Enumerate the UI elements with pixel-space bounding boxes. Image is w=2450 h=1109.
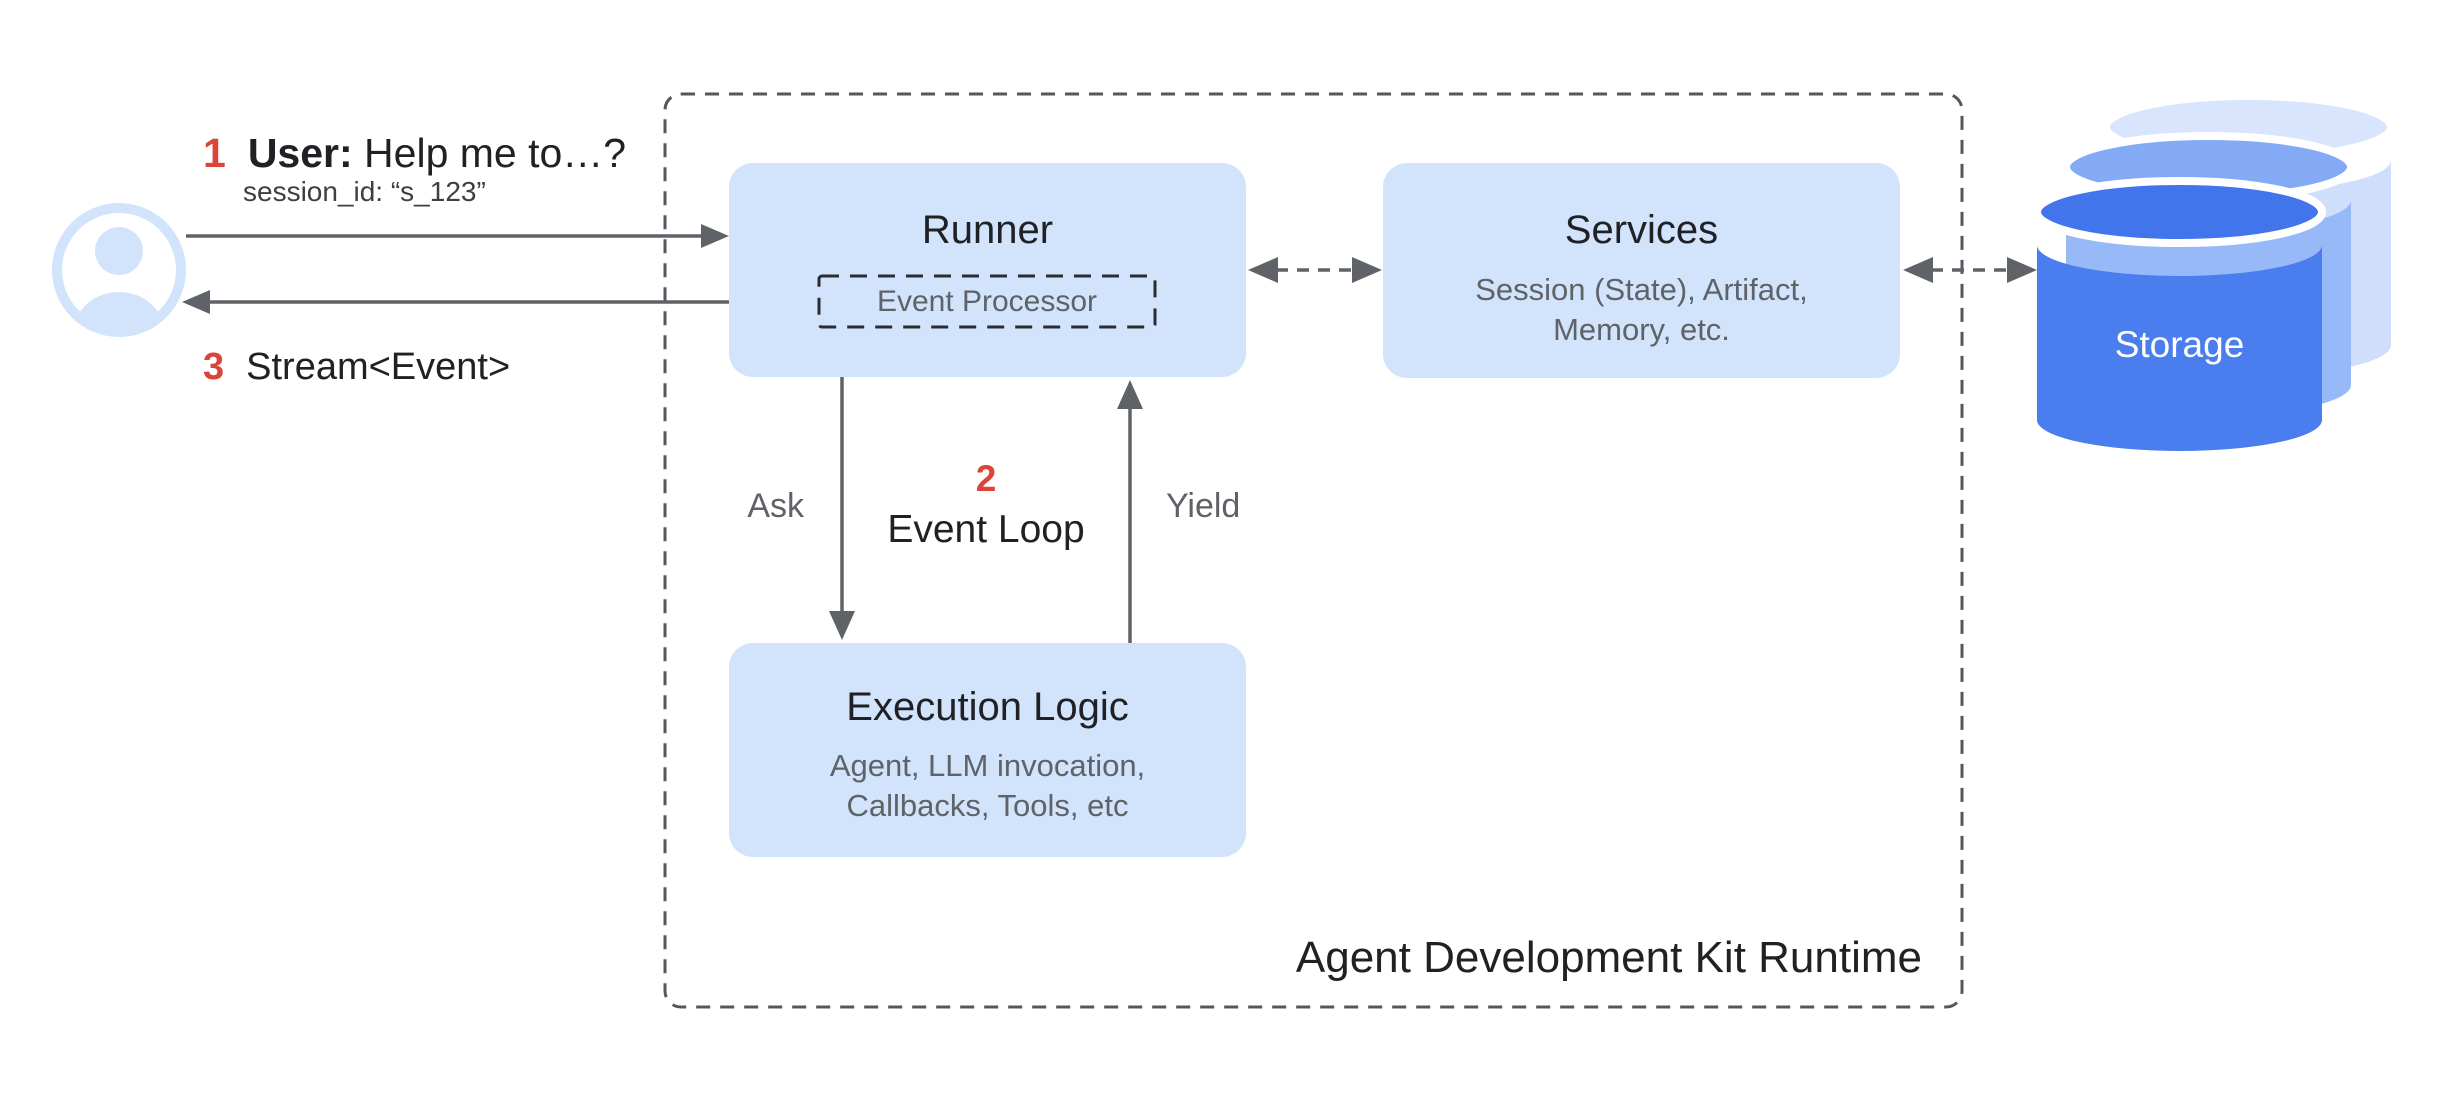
event-loop-label: Event Loop xyxy=(887,508,1085,551)
services-subtitle: Session (State), Artifact, Memory, etc. xyxy=(1383,270,1900,350)
execution-logic-box xyxy=(729,643,1246,857)
step3-number: 3 xyxy=(203,346,225,388)
arrow-right-icon xyxy=(186,224,729,248)
event-processor-border xyxy=(817,274,1157,329)
execution-logic-subtitle: Agent, LLM invocation, Callbacks, Tools,… xyxy=(729,746,1246,826)
runner-box xyxy=(729,163,1246,377)
session-id-label: session_id: “s_123” xyxy=(243,176,486,207)
arrow-up-icon xyxy=(1117,380,1143,643)
step1-user-message: 1 User: Help me to…? xyxy=(203,130,626,177)
step1-number: 1 xyxy=(203,130,226,176)
services-storage-dashed-arrow xyxy=(1903,257,2037,283)
services-subtitle-line2: Memory, etc. xyxy=(1553,312,1730,347)
runtime-container-border xyxy=(663,92,1964,1009)
runtime-container-label: Agent Development Kit Runtime xyxy=(1295,933,1922,982)
arrow-down-icon xyxy=(829,377,855,640)
ask-label: Ask xyxy=(747,487,804,525)
runner-title: Runner xyxy=(921,208,1054,252)
services-subtitle-line1: Session (State), Artifact, xyxy=(1475,272,1808,307)
step1-actor: User: xyxy=(247,130,353,176)
storage-database-icon xyxy=(2033,92,2395,451)
runner-services-dashed-arrow xyxy=(1248,257,1382,283)
execution-logic-subtitle-line2: Callbacks, Tools, etc xyxy=(846,788,1129,823)
storage-label: Storage xyxy=(2114,324,2245,365)
step2-number: 2 xyxy=(975,458,997,499)
step1-message: Help me to…? xyxy=(364,130,627,176)
step3-stream-message: 3 Stream<Event> xyxy=(203,346,510,389)
user-avatar-icon xyxy=(52,203,186,337)
step3-message: Stream<Event> xyxy=(246,346,511,388)
services-title: Services xyxy=(1564,208,1719,252)
execution-logic-title: Execution Logic xyxy=(846,685,1129,729)
yield-label: Yield xyxy=(1166,487,1241,525)
execution-logic-subtitle-line1: Agent, LLM invocation, xyxy=(829,748,1146,783)
arrow-left-icon xyxy=(182,290,729,314)
services-box xyxy=(1383,163,1900,378)
event-processor-label: Event Processor xyxy=(876,285,1098,318)
